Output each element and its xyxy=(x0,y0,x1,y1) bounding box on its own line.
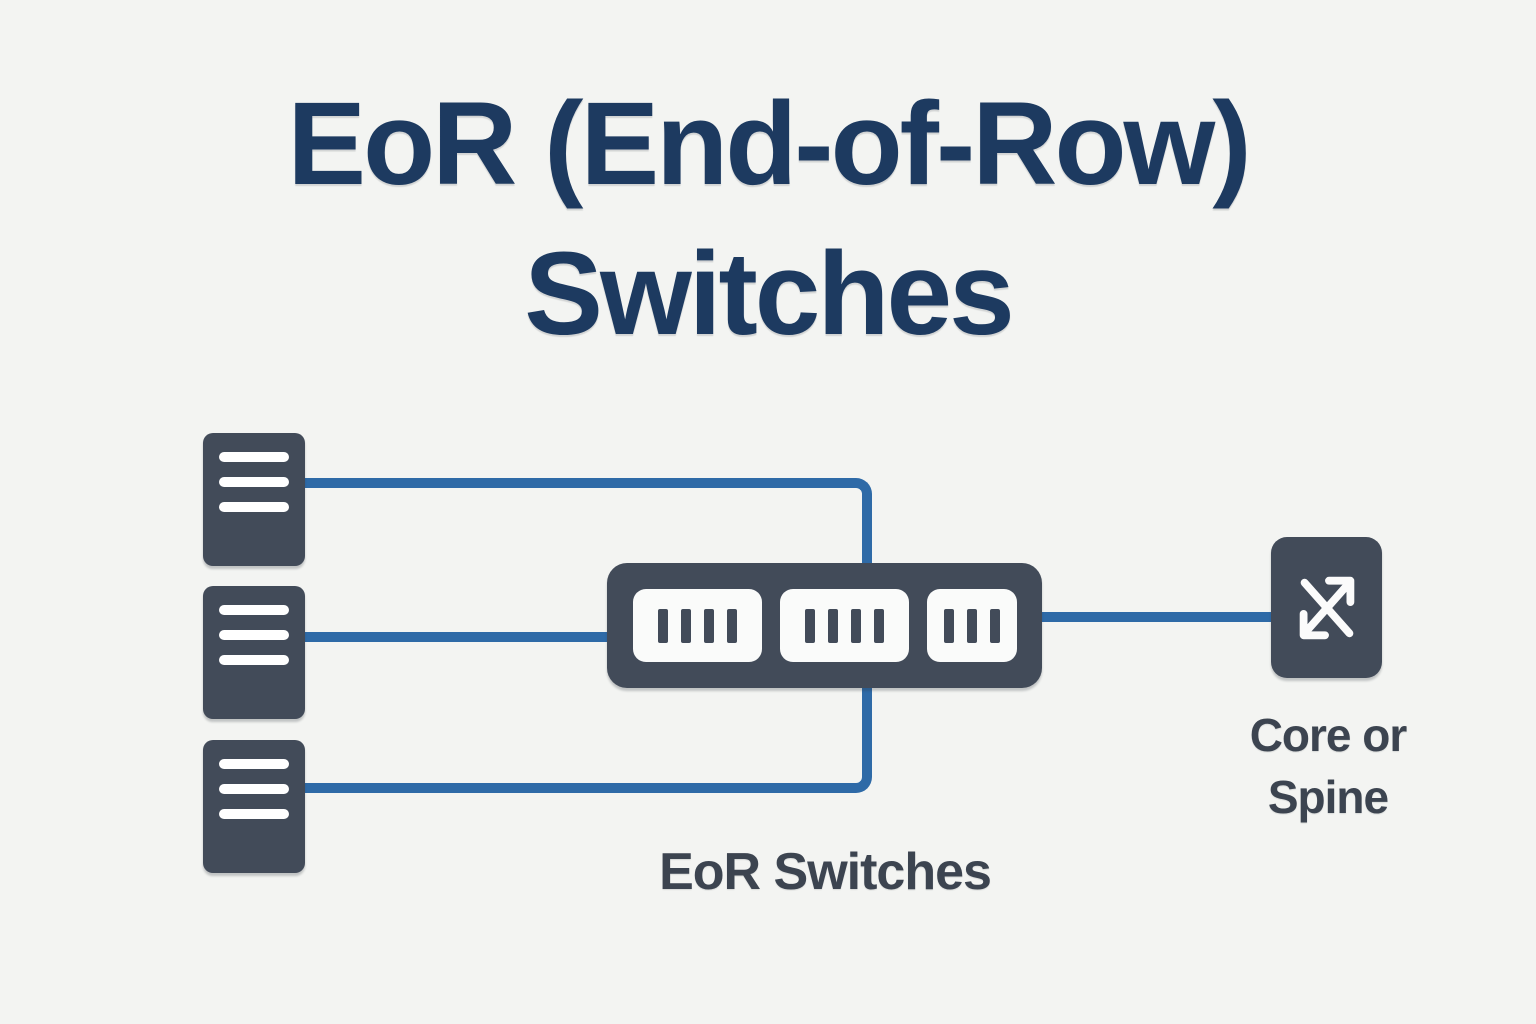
server-vent-line xyxy=(219,605,289,615)
core-spine-label-line2: Spine xyxy=(1267,771,1389,824)
port-bar xyxy=(828,608,838,643)
server-vent-line xyxy=(219,809,289,819)
port-bar xyxy=(704,608,714,643)
server-vent-line xyxy=(219,784,289,794)
page-title: EoR (End-of-Row) Switches xyxy=(0,70,1536,370)
port-bar xyxy=(681,608,691,643)
title-line1: EoR (End-of-Row) xyxy=(287,78,1251,210)
server-icon xyxy=(203,586,305,719)
server-icon xyxy=(203,740,305,873)
port-bar xyxy=(944,608,954,643)
eor-switches-label: EoR Switches xyxy=(659,843,992,901)
connection-line-eor-switch-to-core xyxy=(1036,612,1275,622)
core-spine-label-line1: Core or xyxy=(1249,709,1408,761)
server-vent-line xyxy=(219,759,289,769)
server-vent-line xyxy=(219,452,289,462)
core-spine-label: Core or Spine xyxy=(1208,704,1448,828)
connection-line-server2-to-eor-switch xyxy=(305,632,617,642)
eor-switch-device xyxy=(607,563,1042,688)
port-panel xyxy=(927,589,1017,662)
crossing-arrows-icon xyxy=(1299,576,1354,639)
port-bar xyxy=(805,608,815,643)
port-bar xyxy=(990,608,1000,643)
server-vent-line xyxy=(219,502,289,512)
port-panel xyxy=(780,589,909,662)
connection-line-server3-to-eor-switch xyxy=(305,686,872,793)
port-panel xyxy=(633,589,762,662)
title-line2: Switches xyxy=(524,227,1015,360)
port-bar xyxy=(967,608,977,643)
port-bar xyxy=(874,608,884,643)
server-vent-line xyxy=(219,630,289,640)
connection-line-server1-to-eor-switch xyxy=(305,478,872,566)
port-bar xyxy=(658,608,668,643)
port-bar xyxy=(727,608,737,643)
port-bar xyxy=(851,608,861,643)
core-spine-switch-device xyxy=(1271,537,1382,678)
server-vent-line xyxy=(219,477,289,487)
server-icon xyxy=(203,433,305,566)
server-vent-line xyxy=(219,655,289,665)
